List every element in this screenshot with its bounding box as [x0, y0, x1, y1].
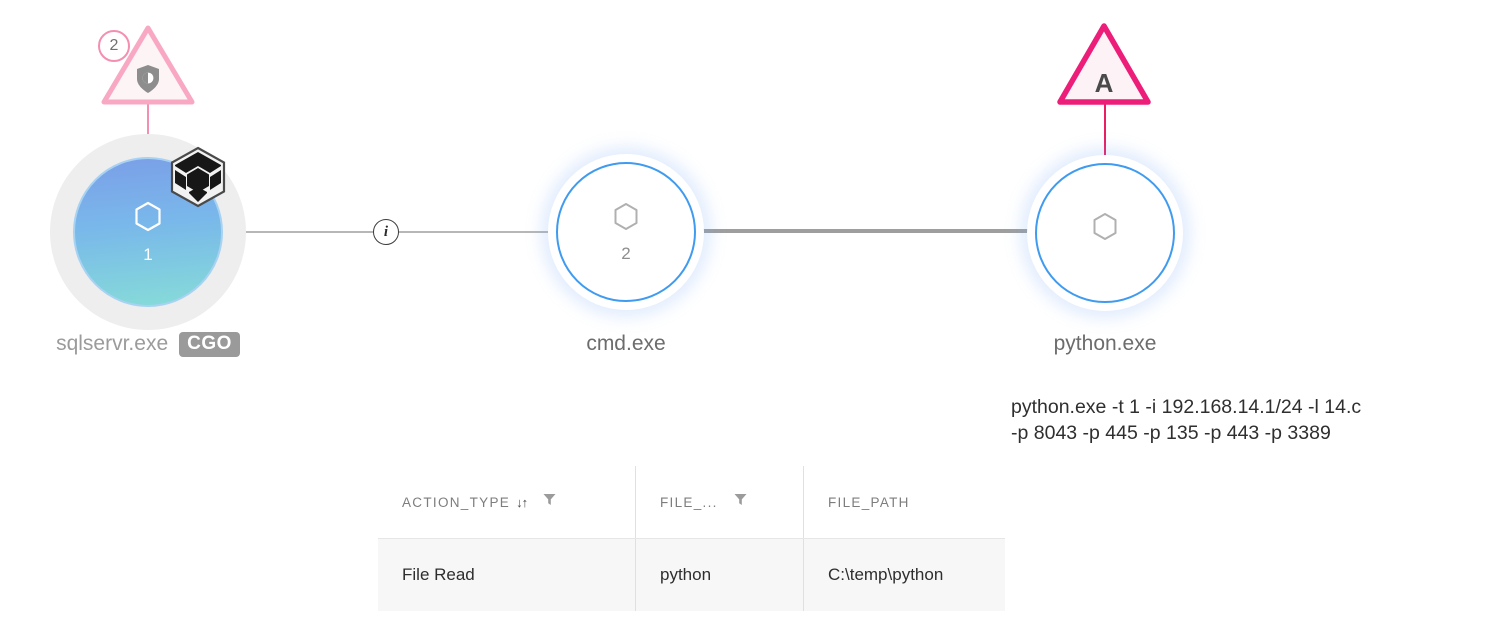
- shield-icon: [135, 64, 161, 94]
- column-header-action-type[interactable]: ACTION_TYPE ↓↑: [378, 466, 636, 538]
- node-count-sqlservr: 1: [143, 245, 153, 264]
- command-line-2: -p 8043 -p 445 -p 135 -p 443 -p 3389: [1011, 422, 1331, 444]
- process-graph-canvas: i 2 A 1: [0, 20, 1255, 357]
- node-label-row-cmd: cmd.exe: [476, 332, 776, 356]
- node-label-cmd: cmd.exe: [586, 332, 666, 355]
- command-line-text: python.exe -t 1 -i 192.168.14.1/24 -l 14…: [1011, 394, 1481, 446]
- column-header-label: FILE_PATH: [828, 494, 910, 510]
- node-label-row-sqlservr: sqlservr.exe CGO: [0, 332, 296, 357]
- cube-icon[interactable]: [168, 146, 228, 213]
- table-header-row: ACTION_TYPE ↓↑ FILE_... FILE_PATH: [378, 466, 1005, 538]
- column-header-file-path[interactable]: FILE_PATH: [804, 466, 1005, 538]
- table-row[interactable]: File Read python C:\temp\python: [378, 538, 1005, 611]
- alert-triangle-sqlservr[interactable]: [100, 22, 196, 108]
- events-table: ACTION_TYPE ↓↑ FILE_... FILE_PATH File R…: [378, 466, 1005, 611]
- column-header-file[interactable]: FILE_...: [636, 466, 804, 538]
- node-label-sqlservr: sqlservr.exe: [56, 332, 169, 356]
- cell-action-type: File Read: [378, 539, 636, 611]
- node-tag-cgo[interactable]: CGO: [179, 332, 240, 357]
- node-circle-cmd[interactable]: 2: [556, 162, 696, 302]
- alert-triangle-python[interactable]: A: [1056, 20, 1152, 108]
- edge-cmd-to-python[interactable]: [694, 229, 1042, 233]
- hexagon-icon: [613, 202, 639, 236]
- alert-connector-python: [1104, 103, 1106, 165]
- alert-count-badge-sqlservr[interactable]: 2: [98, 30, 130, 62]
- hexagon-icon: [134, 201, 162, 237]
- node-circle-python[interactable]: [1035, 163, 1175, 303]
- column-header-label: FILE_...: [660, 494, 718, 510]
- node-label-row-python: python.exe: [955, 332, 1255, 356]
- filter-icon[interactable]: [543, 493, 556, 511]
- node-label-python: python.exe: [1053, 332, 1157, 355]
- cell-file-path: C:\temp\python: [828, 565, 944, 584]
- alert-severity-letter: A: [1094, 68, 1114, 98]
- node-count-cmd: 2: [621, 244, 631, 263]
- info-icon[interactable]: i: [373, 219, 399, 245]
- filter-icon[interactable]: [734, 493, 747, 511]
- column-header-label: ACTION_TYPE: [402, 494, 511, 510]
- cell-file: python: [636, 539, 804, 611]
- command-line-1: python.exe -t 1 -i 192.168.14.1/24 -l 14…: [1011, 396, 1362, 418]
- hexagon-icon: [1092, 212, 1118, 246]
- sort-toggle-icon[interactable]: ↓↑: [516, 494, 528, 510]
